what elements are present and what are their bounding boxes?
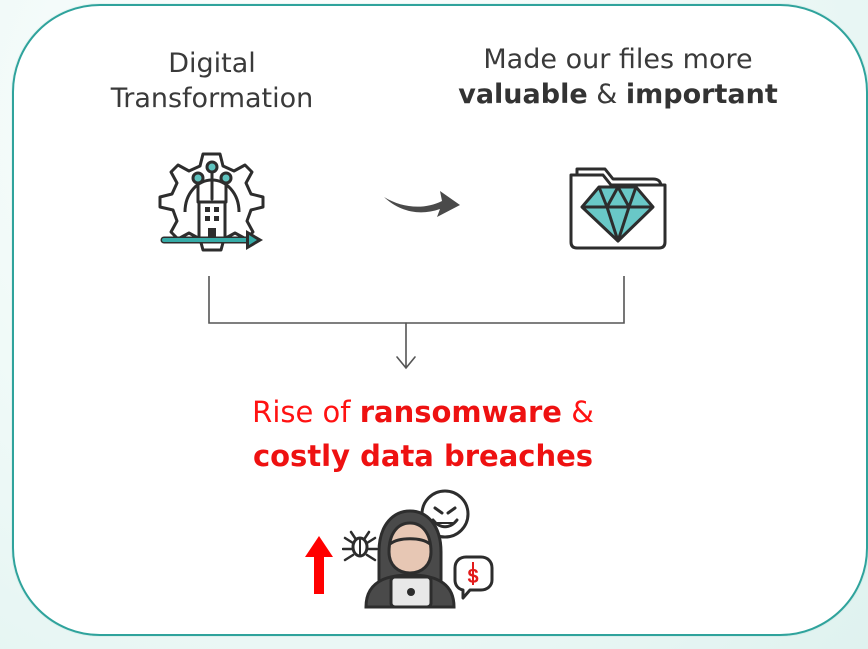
ransomware-result-label: Rise of ransomware & costly data breache… (208, 390, 638, 478)
red-up-arrow-icon (305, 536, 333, 594)
costly-data-breaches-text: costly data breaches (252, 439, 594, 473)
left-label-line-1: Digital (168, 48, 256, 79)
important-text: important (625, 79, 778, 110)
curved-arrow-icon (384, 191, 460, 217)
digital-transformation-label: Digital Transformation (82, 46, 342, 116)
valuable-files-label: Made our files more valuable & important (438, 42, 798, 112)
left-label-line-2: Transformation (110, 83, 314, 114)
ransomware-text: ransomware (359, 395, 562, 429)
result-line-1: Rise of ransomware & (208, 390, 638, 434)
diamond-folder-icon (569, 167, 667, 250)
digital-transformation-icon (158, 152, 265, 252)
result-prefix: Rise of (252, 395, 351, 429)
right-ampersand: & (596, 79, 618, 110)
hacker-icon: $ (342, 489, 494, 609)
result-line-2: costly data breaches (208, 434, 638, 478)
right-label-line-2: valuable & important (438, 77, 798, 112)
valuable-text: valuable (458, 79, 588, 110)
result-ampersand: & (571, 395, 594, 429)
right-label-line-1: Made our files more (483, 44, 753, 75)
